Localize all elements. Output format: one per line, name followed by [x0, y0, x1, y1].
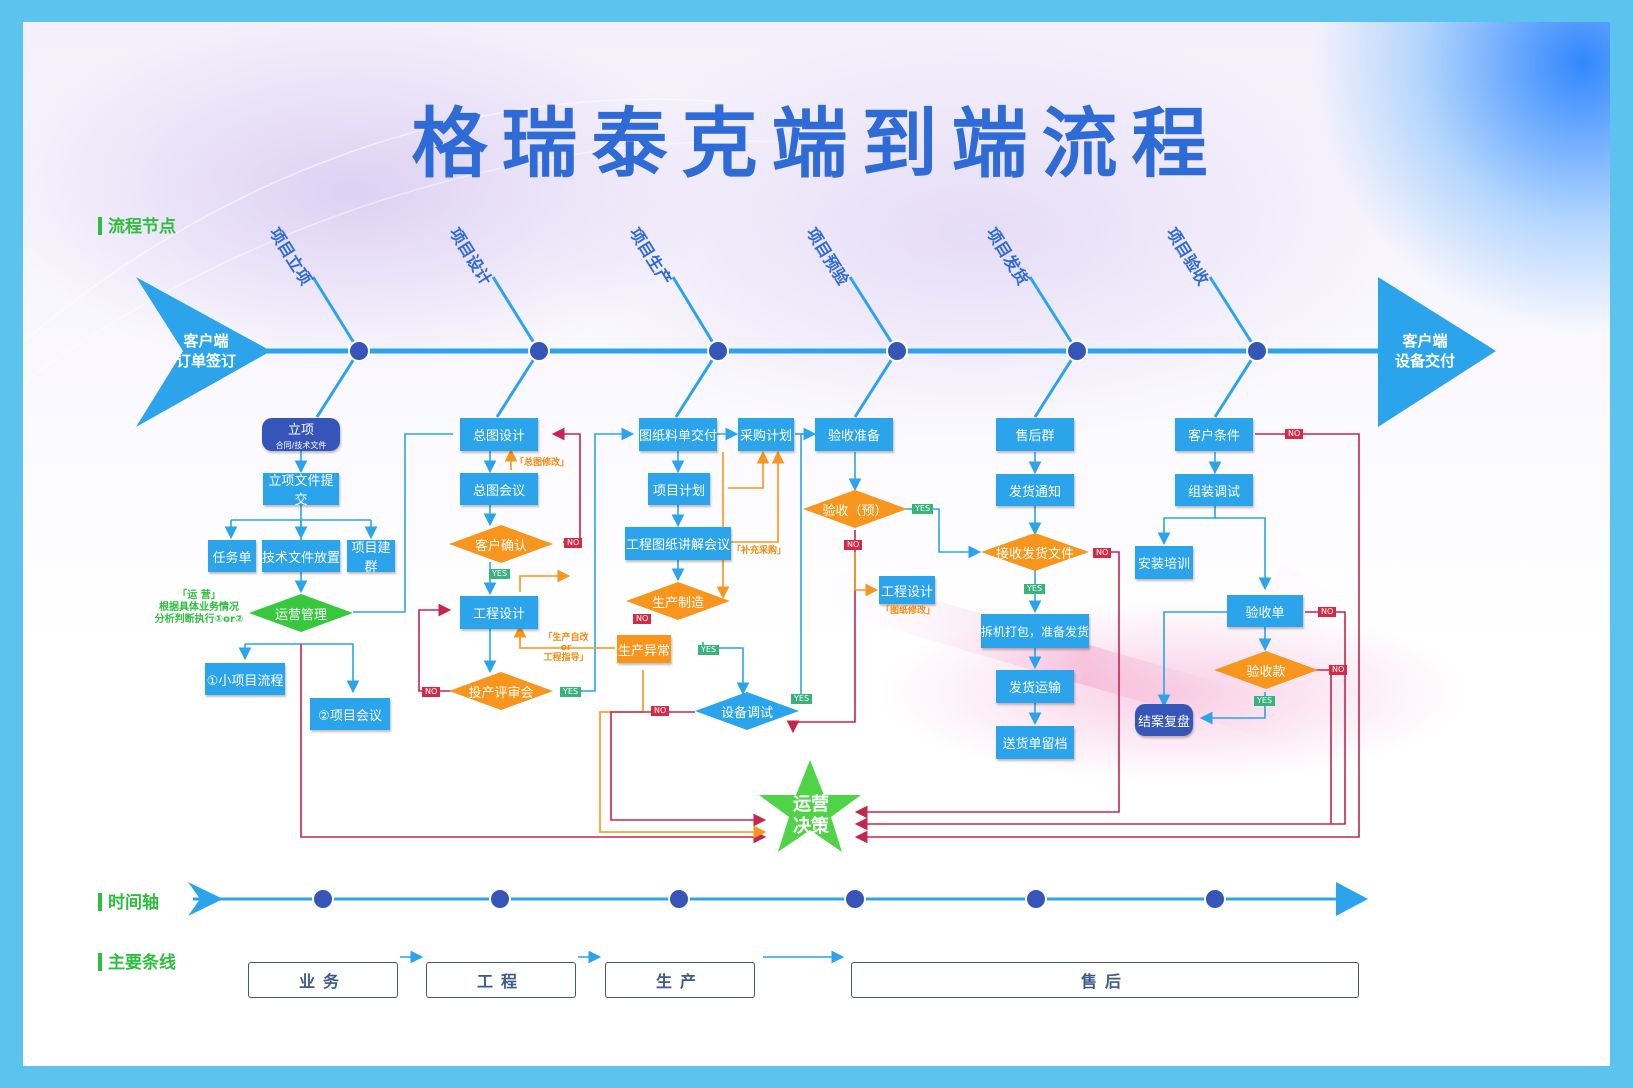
- node-techfile: 技术文件放置: [262, 540, 340, 572]
- node-small-flow: ①小项目流程: [205, 663, 285, 695]
- node-training: 安装培训: [1135, 546, 1193, 579]
- note-modify: 「总图修改」: [514, 458, 569, 468]
- node-pack: 拆机打包，准备发货: [981, 614, 1089, 648]
- end-arrow-shape: [1378, 277, 1496, 427]
- node-group: 项目建群: [347, 540, 395, 575]
- node-ship-notice: 发货通知: [996, 474, 1074, 506]
- node-meeting: ②项目会议: [310, 698, 390, 730]
- node-submit: 立项文件提交: [263, 473, 339, 508]
- tag-no: NO: [1093, 548, 1112, 558]
- tag-no: NO: [633, 614, 652, 624]
- node-eng-design-2: 工程设计: [879, 576, 935, 604]
- node-design-meeting: 总图会议: [460, 473, 538, 505]
- poster-board: 格瑞泰克端到端流程 流程节点 时间轴 主要条线 客户端订单签订 客户端设备交付 …: [23, 22, 1610, 1066]
- node-after-group: 售后群: [996, 418, 1074, 451]
- label-main-lines: 主要条线: [98, 948, 176, 973]
- tag-yes: YES: [489, 569, 511, 579]
- lane-production: 生产: [605, 962, 755, 998]
- op-note: 「运 营」根据具体业务情况分析判断执行①or②: [154, 590, 244, 625]
- lane-business: 业务: [248, 962, 398, 998]
- node-transport: 发货运输: [996, 670, 1074, 703]
- tag-yes: YES: [912, 504, 934, 514]
- page-title: 格瑞泰克端到端流程: [411, 99, 1222, 188]
- tag-yes: YES: [1254, 696, 1276, 706]
- tag-no: NO: [651, 706, 670, 716]
- start-arrow-shape: [136, 277, 271, 427]
- node-purchase: 采购计划: [738, 418, 794, 451]
- node-abnormal: 生产异常: [617, 635, 671, 663]
- tag-yes: YES: [560, 687, 582, 697]
- decision-label: 运营决策: [793, 794, 829, 837]
- start-label: 客户端订单签订: [175, 332, 236, 370]
- node-lixiang: 立项合同/技术文件: [262, 418, 340, 451]
- label-process-nodes: 流程节点: [98, 212, 176, 237]
- note-purchase: 「补充采购」: [731, 546, 786, 556]
- end-label: 客户端设备交付: [1394, 332, 1455, 370]
- flow-lines: [23, 98, 1496, 964]
- node-eng-design: 工程设计: [460, 596, 538, 629]
- lane-engineering: 工程: [426, 962, 576, 998]
- decision-star-shape: [759, 760, 861, 852]
- tag-yes: YES: [791, 694, 813, 704]
- node-prep: 验收准备: [815, 418, 893, 451]
- node-assembly: 组装调试: [1175, 474, 1253, 506]
- node-task: 任务单: [208, 540, 256, 572]
- tag-no: NO: [422, 687, 441, 697]
- tag-no: NO: [1318, 607, 1337, 617]
- node-archive: 送货单留档: [996, 726, 1074, 759]
- node-close: 结案复盘: [1135, 704, 1193, 736]
- node-explain: 工程图纸讲解会议: [625, 527, 731, 560]
- node-bom: 图纸料单交付: [639, 418, 717, 451]
- node-conditions: 客户条件: [1175, 418, 1253, 451]
- tag-no: NO: [844, 540, 863, 550]
- node-plan: 项目计划: [648, 473, 710, 505]
- note-drawing: 「图纸修改」: [880, 606, 935, 616]
- tag-no: NO: [1329, 665, 1348, 675]
- node-design-total: 总图设计: [460, 418, 538, 451]
- tag-yes: YES: [698, 645, 720, 655]
- label-timeline: 时间轴: [98, 888, 159, 913]
- lane-after-sales: 售后: [851, 962, 1359, 998]
- tag-no: NO: [1285, 429, 1304, 439]
- tag-no: NO: [564, 538, 583, 548]
- tag-yes: YES: [1024, 584, 1046, 594]
- node-accept-form: 验收单: [1227, 595, 1303, 627]
